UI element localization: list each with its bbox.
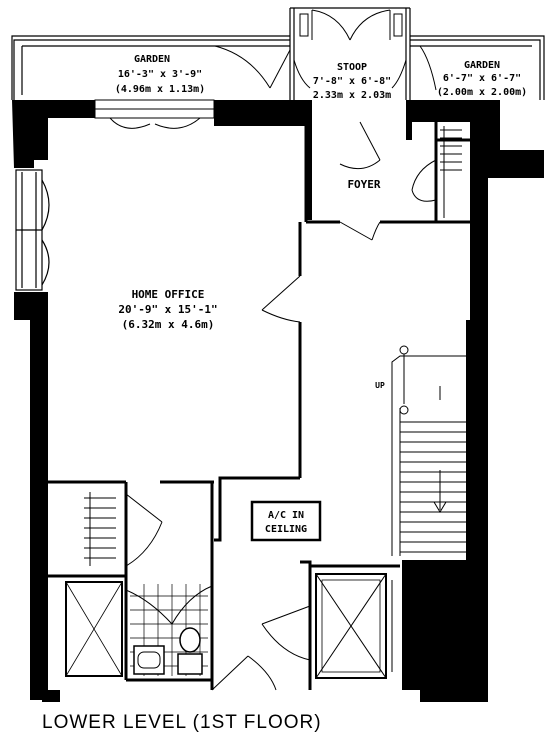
garden-boundary — [11, 7, 545, 100]
garden-left-metric: (4.96m x 1.13m) — [115, 84, 205, 95]
office-name: HOME OFFICE — [132, 288, 205, 301]
office-door — [261, 275, 301, 323]
office-dims: 20'-9" x 15'-1" — [118, 303, 217, 316]
foyer-closet — [440, 126, 462, 218]
garden-right-dims: 6'-7" x 6'-7" — [443, 73, 521, 84]
bathroom — [65, 581, 213, 677]
garden-right-name: GARDEN — [464, 60, 500, 71]
garden-french-doors — [94, 99, 215, 129]
garden-left-name: GARDEN — [134, 54, 170, 65]
labels: GARDEN 16'-3" x 3'-9" (4.96m x 1.13m) ST… — [115, 54, 527, 535]
stoop-doors — [299, 9, 403, 41]
stoop-name: STOOP — [337, 62, 367, 73]
west-closet — [84, 492, 163, 567]
staircase — [391, 345, 466, 556]
garden-right-metric: (2.00m x 2.00m) — [437, 87, 527, 98]
foyer-name: FOYER — [347, 178, 380, 191]
stoop-dims: 7'-8" x 6'-8" — [313, 76, 391, 87]
interior-walls — [48, 122, 470, 690]
garden-gate-swings — [214, 45, 437, 91]
wall-voids — [48, 126, 460, 684]
ac-label-line2: CEILING — [265, 524, 307, 535]
elevator — [315, 573, 393, 679]
stoop-metric: 2.33m x 2.03m — [313, 90, 391, 101]
foyer-doors — [339, 121, 437, 241]
garden-left-dims: 16'-3" x 3'-9" — [118, 69, 202, 80]
ac-label-box — [250, 500, 322, 542]
office-metric: (6.32m x 4.6m) — [122, 318, 215, 331]
stair-up-label: UP — [375, 381, 385, 390]
floor-caption: LOWER LEVEL (1ST FLOOR) — [42, 712, 322, 733]
west-window — [15, 169, 50, 291]
ac-label-line1: A/C IN — [268, 510, 304, 521]
elevator-door-swing — [211, 605, 311, 691]
